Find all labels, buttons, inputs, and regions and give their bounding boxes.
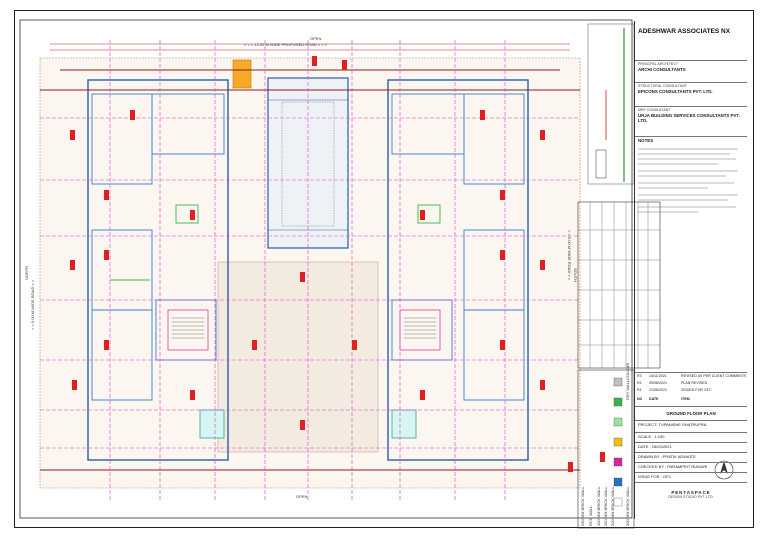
- right-margin-label: SOUTH: [573, 268, 578, 282]
- scale: SCALE : 1:100: [635, 433, 747, 443]
- rev-header-item: ITEM: [681, 397, 690, 401]
- legend-item-230mm: 230 MM BRICK WALL: [580, 486, 585, 526]
- firm-name: ADESHWAR ASSOCIATES NX: [635, 21, 747, 61]
- firm-logo-subtitle: DESIGN STUDIO PVT. LTD.: [668, 495, 714, 499]
- rev-row-r3-date: 14/11/2021: [649, 374, 667, 378]
- notes-text-lines: [638, 148, 738, 213]
- notes-label: NOTES: [638, 138, 654, 143]
- rev-row-r1-no: R1: [637, 388, 642, 392]
- right-road-label: < < 9.00 M WIDE ROAD > >: [567, 230, 572, 281]
- legend-item-300mm: 300 MM BRICK WALL: [625, 486, 630, 526]
- mep-name: URJA BUILDING SERVICES CONSULTANTS PVT. …: [638, 113, 740, 123]
- legend-item-column: COLUMN: [625, 362, 630, 380]
- structural-label: STRUCTURAL CONSULTANT: [638, 84, 687, 88]
- architect-label: PRINCIPAL ARCHITECT: [638, 62, 678, 66]
- revision-table: R3 14/11/2021 REVISED AS PER CLIENT COMM…: [635, 373, 747, 407]
- left-road-label: < < 9.00 M WIDE ROAD > >: [30, 279, 35, 330]
- legend-item-150mm: 150 MM BRICK WALL: [603, 486, 608, 526]
- checked-by: CHECKED BY : PARAMPRIT RIASARI: [635, 463, 747, 473]
- top-open-label: OPEN: [310, 36, 322, 41]
- left-margin-label: NORTH: [24, 265, 29, 280]
- rev-header-date: DATE: [649, 397, 659, 401]
- legend-item-200mm: 200 MM BRICK WALL: [610, 486, 615, 526]
- legend-item-100mm: 100 MM BRICK WALL: [596, 486, 601, 526]
- date: DATE : 15/03/2021: [635, 443, 747, 453]
- rev-row-r1-item: ISSUED FOR GFC: [681, 388, 712, 392]
- issue-for: ISSUE FOR : GFC: [635, 473, 747, 483]
- title-block: ADESHWAR ASSOCIATES NX PRINCIPAL ARCHITE…: [634, 21, 747, 519]
- rev-row-r3-item: REVISED AS PER CLIENT COMMENTS: [681, 374, 747, 378]
- rev-header-no: NO: [637, 397, 643, 401]
- mep-label: MEP CONSULTANT: [638, 108, 671, 112]
- legend-item-dry-wall: DRY WALL: [625, 379, 630, 400]
- structural-name: EPICONS CONSULTANTS PVT. LTD.: [638, 89, 713, 94]
- project-name: PROJECT: TUPANISHE SHATRUPRA: [635, 421, 747, 433]
- firm-logo: PENTASPACE: [671, 490, 711, 495]
- drawn-by: DRAWN BY : PRATIK ADWAITE: [635, 453, 747, 463]
- rev-row-r2-date: 09/08/2021: [649, 381, 667, 385]
- legend-item-rcc: RCC WALL: [588, 505, 593, 526]
- architect-name: ARCHI CONSULTANTS: [638, 67, 686, 72]
- drawing-title: GROUND FLOOR PLAN: [635, 407, 747, 421]
- rev-row-r1-date: 21/06/2021: [649, 388, 667, 392]
- rev-row-r2-item: PLAN REVISED: [681, 381, 708, 385]
- top-road-label: < < < 12.00 M WIDE PROPOSED ROAD > > >: [244, 42, 328, 47]
- rev-row-r3-no: R3: [637, 374, 642, 378]
- rev-row-r2-no: R2: [637, 381, 642, 385]
- bottom-open-label: OPEN: [296, 494, 308, 499]
